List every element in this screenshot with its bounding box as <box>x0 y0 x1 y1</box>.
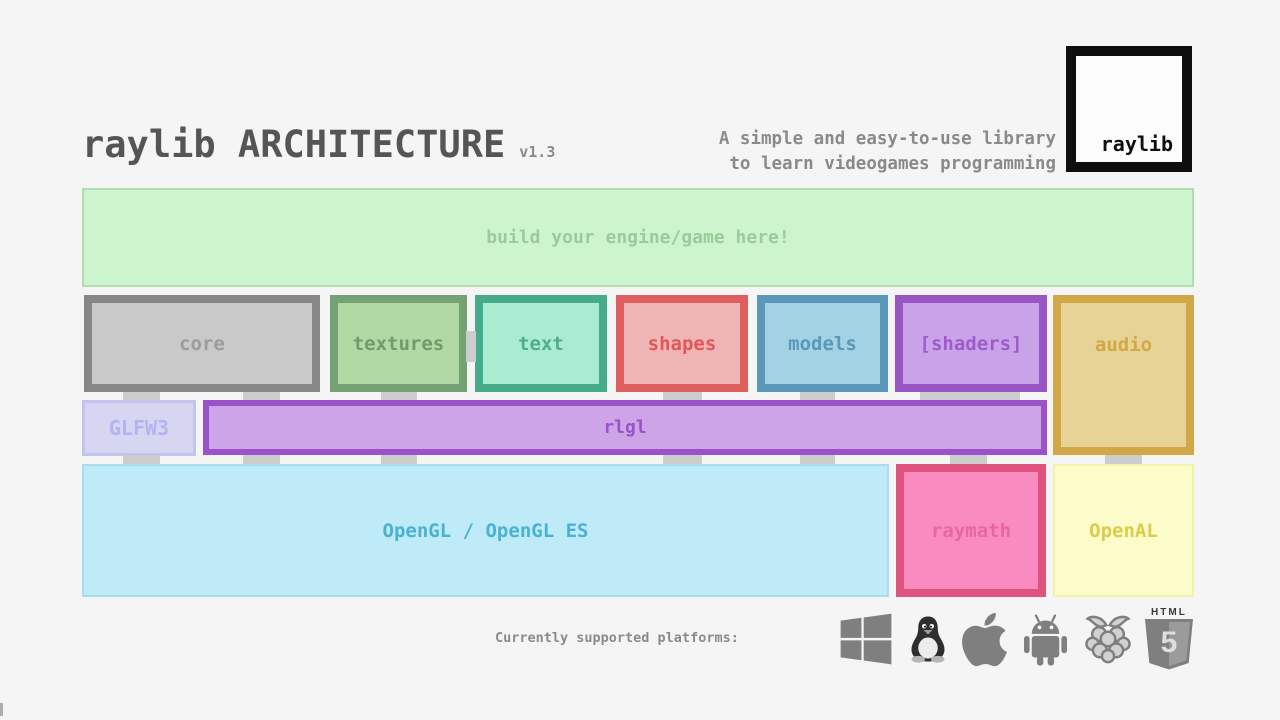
version-label: v1.3 <box>519 143 556 161</box>
connector-textures-rlgl <box>381 392 417 400</box>
connector-rlgl-opengl-2 <box>381 455 417 464</box>
openal-box: OpenAL <box>1053 464 1194 597</box>
module-text: text <box>475 295 607 392</box>
linux-icon <box>904 608 952 670</box>
connector-core-glfw3 <box>123 392 160 400</box>
module-shaders-label: [shaders] <box>919 332 1023 355</box>
raylib-logo: raylib <box>1066 46 1192 172</box>
glfw3-label: GLFW3 <box>108 416 170 440</box>
connector-rlgl-raymath <box>950 455 987 464</box>
tagline-line-1: A simple and easy-to-use library <box>718 129 1056 149</box>
rlgl-box: rlgl <box>203 400 1047 455</box>
module-core-label: core <box>179 332 225 355</box>
tagline: A simple and easy-to-use library to lear… <box>719 127 1056 177</box>
module-core: core <box>84 295 320 392</box>
raymath-box: raymath <box>896 464 1046 597</box>
page-title: raylib ARCHITECTURE <box>82 123 506 166</box>
connector-rlgl-opengl-3 <box>663 455 702 464</box>
module-textures-label: textures <box>352 332 445 355</box>
module-text-label: text <box>518 332 564 355</box>
raspberry-pi-icon <box>1082 609 1134 669</box>
header: raylib ARCHITECTURE v1.3 <box>82 126 555 163</box>
module-shapes: shapes <box>616 295 748 392</box>
connector-shapes-rlgl <box>663 392 702 400</box>
android-icon <box>1018 610 1073 668</box>
rlgl-label: rlgl <box>603 417 647 438</box>
tagline-line-2: to learn videogames programming <box>729 154 1056 174</box>
openal-label: OpenAL <box>1089 519 1158 542</box>
module-shaders: [shaders] <box>895 295 1047 392</box>
connector-rlgl-opengl-1 <box>243 455 280 464</box>
module-audio: audio <box>1053 295 1194 455</box>
opengl-label: OpenGL / OpenGL ES <box>382 519 589 542</box>
connector-models-rlgl <box>800 392 835 400</box>
engine-box-label: build your engine/game here! <box>486 227 790 248</box>
connector-textures-text <box>466 331 476 362</box>
platforms-label: Currently supported platforms: <box>495 630 739 646</box>
module-models-label: models <box>788 332 857 355</box>
engine-box: build your engine/game here! <box>82 188 1194 287</box>
connector-rlgl-opengl-4 <box>800 455 835 464</box>
module-models: models <box>757 295 888 392</box>
platform-icons: HTML 5 <box>837 604 1195 674</box>
html5-word-label: HTML <box>1151 606 1187 618</box>
raylib-logo-text: raylib <box>1100 132 1173 156</box>
connector-shaders-rlgl <box>920 392 1020 400</box>
connector-core-rlgl <box>243 392 280 400</box>
glfw3-box: GLFW3 <box>82 400 196 456</box>
connector-audio-openal <box>1105 455 1142 464</box>
windows-icon <box>837 610 895 668</box>
module-audio-label: audio <box>1094 334 1153 356</box>
apple-icon <box>961 609 1008 670</box>
opengl-box: OpenGL / OpenGL ES <box>82 464 889 597</box>
module-shapes-label: shapes <box>647 332 717 355</box>
raymath-label: raymath <box>930 519 1012 542</box>
html5-icon: HTML 5 <box>1143 606 1195 671</box>
html5-number: 5 <box>1160 625 1178 659</box>
connector-glfw3-opengl <box>123 455 160 464</box>
module-textures: textures <box>330 295 467 392</box>
screen-edge-artifact <box>0 703 3 716</box>
